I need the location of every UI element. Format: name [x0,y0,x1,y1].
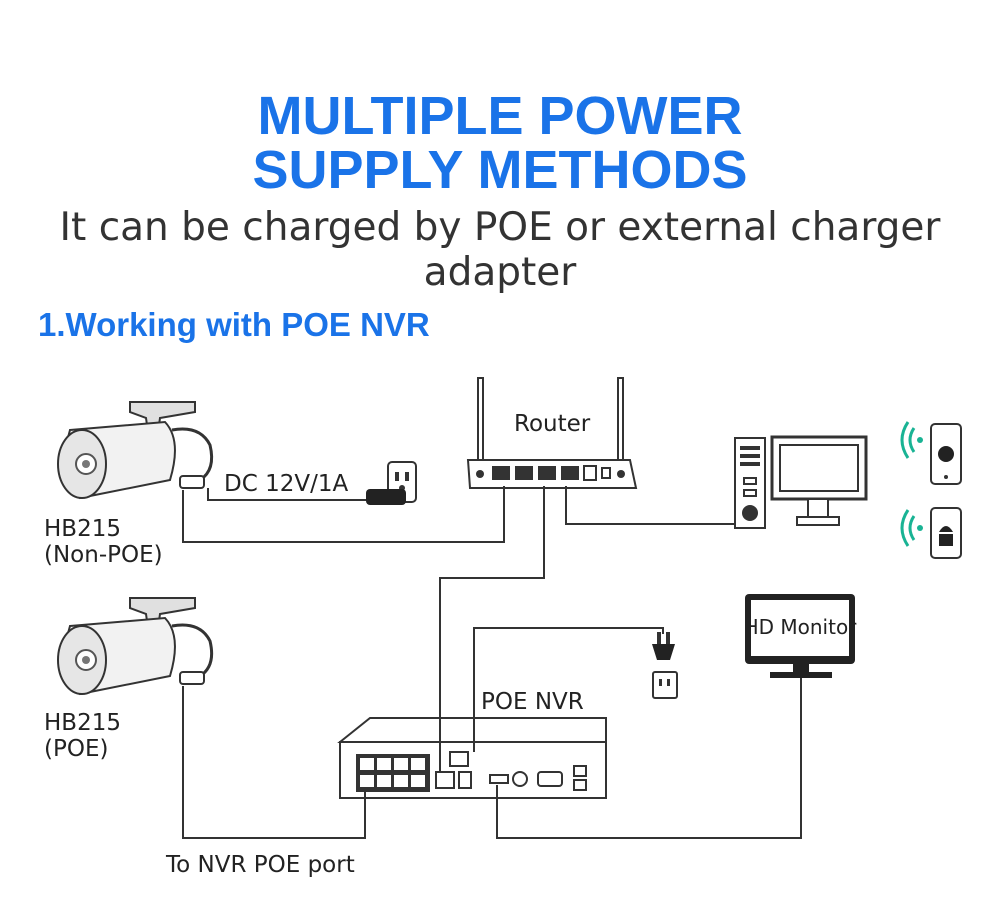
camera-poe-icon [56,596,214,696]
camera-non-poe-icon [56,400,214,500]
nvr-label: POE NVR [481,689,584,715]
cable-lines [182,486,802,839]
iphone-wifi-icon [900,421,962,485]
hd-monitor-icon [745,594,855,678]
camera2-type-label: (POE) [44,736,108,762]
section-title: 1.Working with POE NVR [38,306,430,343]
router-icon [466,377,638,489]
camera2-model-label: HB215 [44,710,121,736]
camera1-model-label: HB215 [44,516,121,542]
monitor-label: HD Monitor [744,615,858,639]
page-title-line1: MULTIPLE POWER [257,86,743,146]
page-subtitle: It can be charged by POE or external cha… [59,205,941,295]
computer-icon [734,435,868,529]
power-plug-icon [652,632,678,699]
router-label: Router [514,411,591,437]
power-adapter-icon [366,461,417,505]
android-wifi-icon [900,507,962,559]
camera1-type-label: (Non-POE) [44,542,163,568]
page-title-line2: SUPPLY METHODS [252,140,748,200]
dc-power-label: DC 12V/1A [224,471,348,497]
nvr-port-label: To NVR POE port [165,852,355,878]
